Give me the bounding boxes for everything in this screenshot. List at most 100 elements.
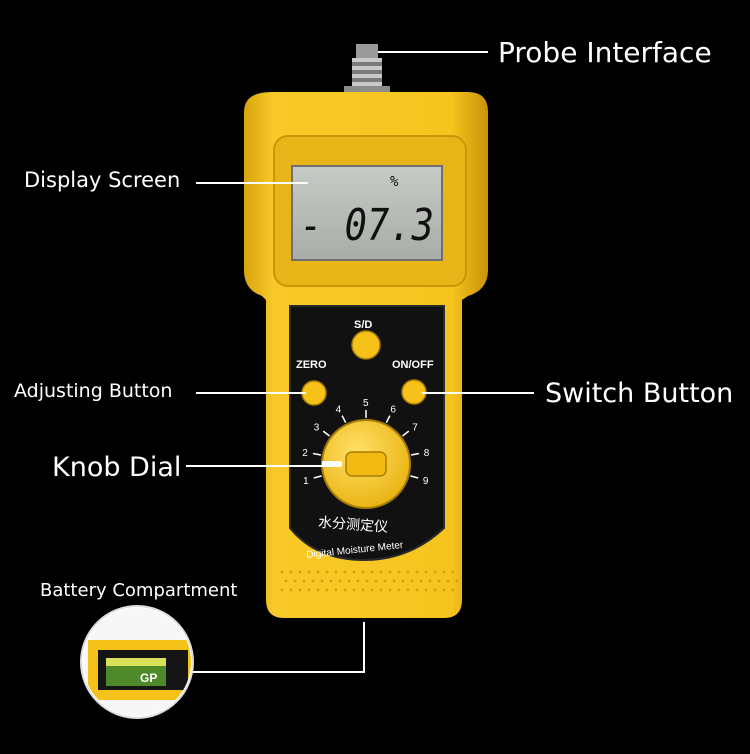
battery-brand: GP bbox=[140, 671, 157, 685]
vent-hole bbox=[437, 579, 441, 583]
dial-number: 7 bbox=[412, 422, 418, 433]
dial-tick bbox=[341, 415, 347, 424]
vent-hole bbox=[325, 570, 329, 574]
dial-number: 8 bbox=[424, 448, 430, 459]
vent-hole bbox=[329, 579, 333, 583]
vent-hole bbox=[424, 570, 428, 574]
knob-dial[interactable] bbox=[321, 419, 411, 509]
vent-hole bbox=[415, 570, 419, 574]
vent-hole bbox=[365, 579, 369, 583]
vent-hole bbox=[347, 579, 351, 583]
dial-tick bbox=[385, 415, 391, 424]
dial-tick bbox=[402, 430, 410, 437]
vent-hole bbox=[451, 588, 455, 592]
battery-compartment-label: Battery Compartment bbox=[40, 580, 238, 601]
vent-hole bbox=[361, 570, 365, 574]
vent-hole bbox=[397, 588, 401, 592]
dial-number: 1 bbox=[303, 476, 309, 487]
dial-tick bbox=[410, 452, 420, 456]
vent-hole bbox=[406, 570, 410, 574]
vent-hole bbox=[428, 579, 432, 583]
vent-hole bbox=[316, 588, 320, 592]
vent-hole bbox=[433, 570, 437, 574]
lcd-display: % - 07.3 bbox=[291, 165, 443, 261]
knob-dial-label: Knob Dial bbox=[52, 452, 182, 483]
dial-number: 6 bbox=[390, 404, 396, 415]
vent-hole bbox=[307, 570, 311, 574]
vent-hole bbox=[311, 579, 315, 583]
vent-hole bbox=[334, 588, 338, 592]
onoff-label: ON/OFF bbox=[392, 359, 434, 371]
dial-number: 2 bbox=[302, 448, 308, 459]
vent-hole bbox=[338, 579, 342, 583]
vent-hole bbox=[388, 588, 392, 592]
dial-tick bbox=[312, 452, 322, 456]
vent-hole bbox=[446, 579, 450, 583]
vent-holes bbox=[280, 570, 459, 592]
vent-hole bbox=[298, 570, 302, 574]
vent-hole bbox=[302, 579, 306, 583]
vent-hole bbox=[307, 588, 311, 592]
dial-number: 4 bbox=[336, 404, 342, 415]
dial-number: 5 bbox=[363, 398, 369, 409]
chinese-product-name: 水分测定仪 bbox=[318, 515, 389, 536]
vent-hole bbox=[361, 588, 365, 592]
display-unit: % bbox=[390, 174, 399, 190]
vent-hole bbox=[415, 588, 419, 592]
vent-hole bbox=[334, 570, 338, 574]
vent-hole bbox=[433, 588, 437, 592]
battery-compartment-inset: GP bbox=[80, 605, 194, 719]
vent-hole bbox=[419, 579, 423, 583]
probe-connector bbox=[344, 44, 390, 94]
vent-hole bbox=[284, 579, 288, 583]
probe-interface-label: Probe Interface bbox=[498, 36, 712, 69]
vent-hole bbox=[316, 570, 320, 574]
vent-hole bbox=[289, 588, 293, 592]
vent-hole bbox=[374, 579, 378, 583]
vent-hole bbox=[293, 579, 297, 583]
vent-hole bbox=[392, 579, 396, 583]
vent-hole bbox=[370, 588, 374, 592]
vent-hole bbox=[320, 579, 324, 583]
display-screen-label: Display Screen bbox=[24, 168, 181, 192]
dial-number: 9 bbox=[423, 476, 429, 487]
vent-hole bbox=[325, 588, 329, 592]
callout-lines bbox=[186, 51, 534, 673]
display-reading: - 07.3 bbox=[300, 200, 434, 251]
vent-hole bbox=[442, 570, 446, 574]
vent-hole bbox=[442, 588, 446, 592]
vent-hole bbox=[379, 570, 383, 574]
vent-hole bbox=[280, 570, 284, 574]
dial-scale: 1 2 3 4 5 6 7 8 9 bbox=[302, 398, 430, 487]
vent-hole bbox=[343, 588, 347, 592]
zero-label: ZERO bbox=[296, 359, 327, 371]
dial-number: 3 bbox=[314, 422, 320, 433]
vent-hole bbox=[401, 579, 405, 583]
vent-hole bbox=[455, 579, 459, 583]
vent-hole bbox=[298, 588, 302, 592]
dial-tick bbox=[410, 475, 419, 479]
vent-hole bbox=[356, 579, 360, 583]
vent-hole bbox=[383, 579, 387, 583]
vent-hole bbox=[424, 588, 428, 592]
vent-hole bbox=[410, 579, 414, 583]
dial-tick bbox=[322, 430, 330, 437]
vent-hole bbox=[379, 588, 383, 592]
switch-button-label: Switch Button bbox=[545, 378, 734, 409]
vent-hole bbox=[280, 588, 284, 592]
vent-hole bbox=[388, 570, 392, 574]
vent-hole bbox=[406, 588, 410, 592]
vent-hole bbox=[289, 570, 293, 574]
vent-hole bbox=[397, 570, 401, 574]
adjusting-button-label: Adjusting Button bbox=[14, 380, 173, 402]
sd-button[interactable] bbox=[351, 330, 381, 360]
vent-hole bbox=[343, 570, 347, 574]
vent-hole bbox=[352, 588, 356, 592]
vent-hole bbox=[370, 570, 374, 574]
dial-tick bbox=[313, 475, 322, 479]
sd-label: S/D bbox=[354, 319, 372, 331]
vent-hole bbox=[451, 570, 455, 574]
vent-hole bbox=[352, 570, 356, 574]
